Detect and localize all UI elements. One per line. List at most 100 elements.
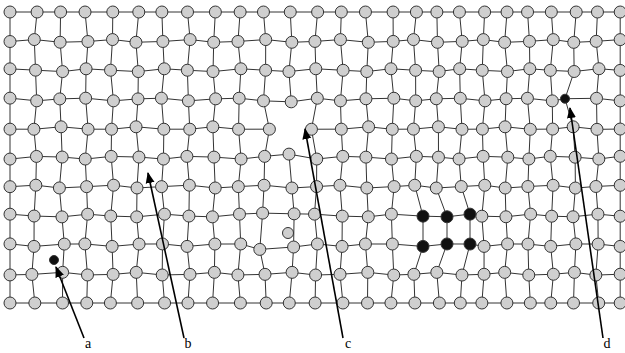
atom [55,6,67,18]
leader-line [56,267,84,338]
atom [567,211,579,223]
atom [524,297,536,309]
atom [133,238,145,250]
atom [106,240,118,252]
atom [184,34,196,46]
atom [334,95,346,107]
atom [568,266,580,278]
atom [362,36,374,48]
atom [4,181,16,193]
atom [479,179,491,191]
atom [337,64,349,76]
atom [235,63,247,75]
atom [29,297,41,309]
atom [521,92,533,104]
atom [133,6,145,18]
atom [614,6,625,18]
atom [362,297,374,309]
atom [525,208,537,220]
atom [54,93,66,105]
atom [82,208,94,220]
atom [441,211,453,223]
atom [234,6,246,18]
atom [183,179,195,191]
atom [158,208,170,220]
atom [131,211,143,223]
atom [569,182,581,194]
atom [570,6,582,18]
atom [614,64,625,76]
atom [499,36,511,48]
atom [337,297,349,309]
atom [570,238,582,250]
atom [614,150,625,162]
atom [614,179,625,191]
atom [337,150,349,162]
atom [284,6,296,18]
atom [105,210,117,222]
atom [182,6,194,18]
atom [502,151,514,163]
atom [363,121,375,133]
atom [386,238,398,250]
atom [387,35,399,47]
atom [283,66,295,78]
atom [590,269,602,281]
atom [545,297,557,309]
atom [335,123,347,135]
atom [130,121,142,133]
atom [591,123,603,135]
atom [409,297,421,309]
atom [288,208,300,220]
atom [523,153,535,165]
atom [334,268,346,280]
atom [183,210,195,222]
atom [410,95,422,107]
atom [305,123,317,135]
atom [522,238,534,250]
atom [385,63,397,75]
atom [30,150,42,162]
atom [385,153,397,165]
atom [476,64,488,76]
atom [286,266,298,278]
atom [288,241,300,253]
atom [336,240,348,252]
atom [476,210,488,222]
atom [107,268,119,280]
atom [257,95,269,107]
atom [309,208,321,220]
atom [453,153,465,165]
atom [55,121,67,133]
atom [433,297,445,309]
atom [132,93,144,105]
atom [285,96,297,108]
atom [210,93,222,105]
atom [260,297,272,309]
atom [309,35,321,47]
atom [385,208,397,220]
atom [283,148,295,160]
atom [26,268,38,280]
atom [499,121,511,133]
atom [4,63,16,75]
atom [131,182,143,194]
atom [232,269,244,281]
atom [53,182,65,194]
atom [455,181,467,193]
atom [478,268,490,280]
atom [522,180,534,192]
atom [182,297,194,309]
atom [181,150,193,162]
atom [361,66,373,78]
atom [545,240,557,252]
atom [30,64,42,76]
atom [31,95,43,107]
atom [430,182,442,194]
atom [50,256,59,265]
atom [464,238,476,250]
atom [501,66,513,78]
atom [388,92,400,104]
atom [4,36,16,48]
